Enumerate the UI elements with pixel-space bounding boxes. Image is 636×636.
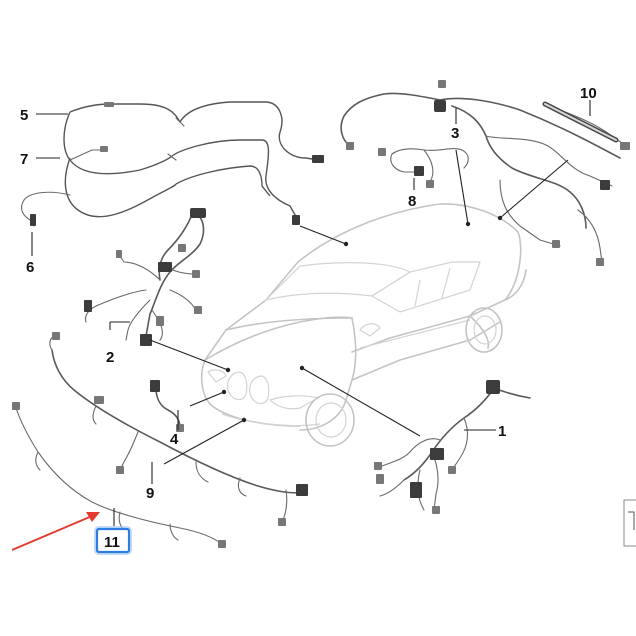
harness-2 — [84, 208, 206, 346]
callout-2: 2 — [106, 349, 114, 366]
harness-1 — [374, 380, 531, 514]
harness-9 — [49, 332, 308, 526]
callout-8: 8 — [408, 193, 416, 210]
callout-1: 1 — [498, 423, 506, 440]
car-outline — [200, 203, 527, 447]
callouts: 1 2 3 4 5 6 7 8 9 10 11 — [20, 85, 597, 555]
red-arrow — [11, 512, 100, 551]
callout-9: 9 — [146, 485, 154, 502]
harness-3-8-10 — [340, 80, 630, 266]
callout-7: 7 — [20, 151, 28, 168]
callout-6: 6 — [26, 259, 34, 276]
callout-5: 5 — [20, 107, 28, 124]
callout-4: 4 — [170, 431, 179, 448]
callout-10: 10 — [580, 85, 597, 102]
leader-lines — [31, 100, 591, 526]
callout-3: 3 — [451, 125, 459, 142]
callout-11: 11 — [104, 534, 120, 551]
partial-icon-right-edge — [623, 499, 636, 547]
harness-4 — [150, 380, 184, 432]
harness-11 — [12, 402, 226, 548]
callout-11-highlight-box — [95, 527, 131, 554]
harness-5-6-7 — [21, 101, 324, 227]
